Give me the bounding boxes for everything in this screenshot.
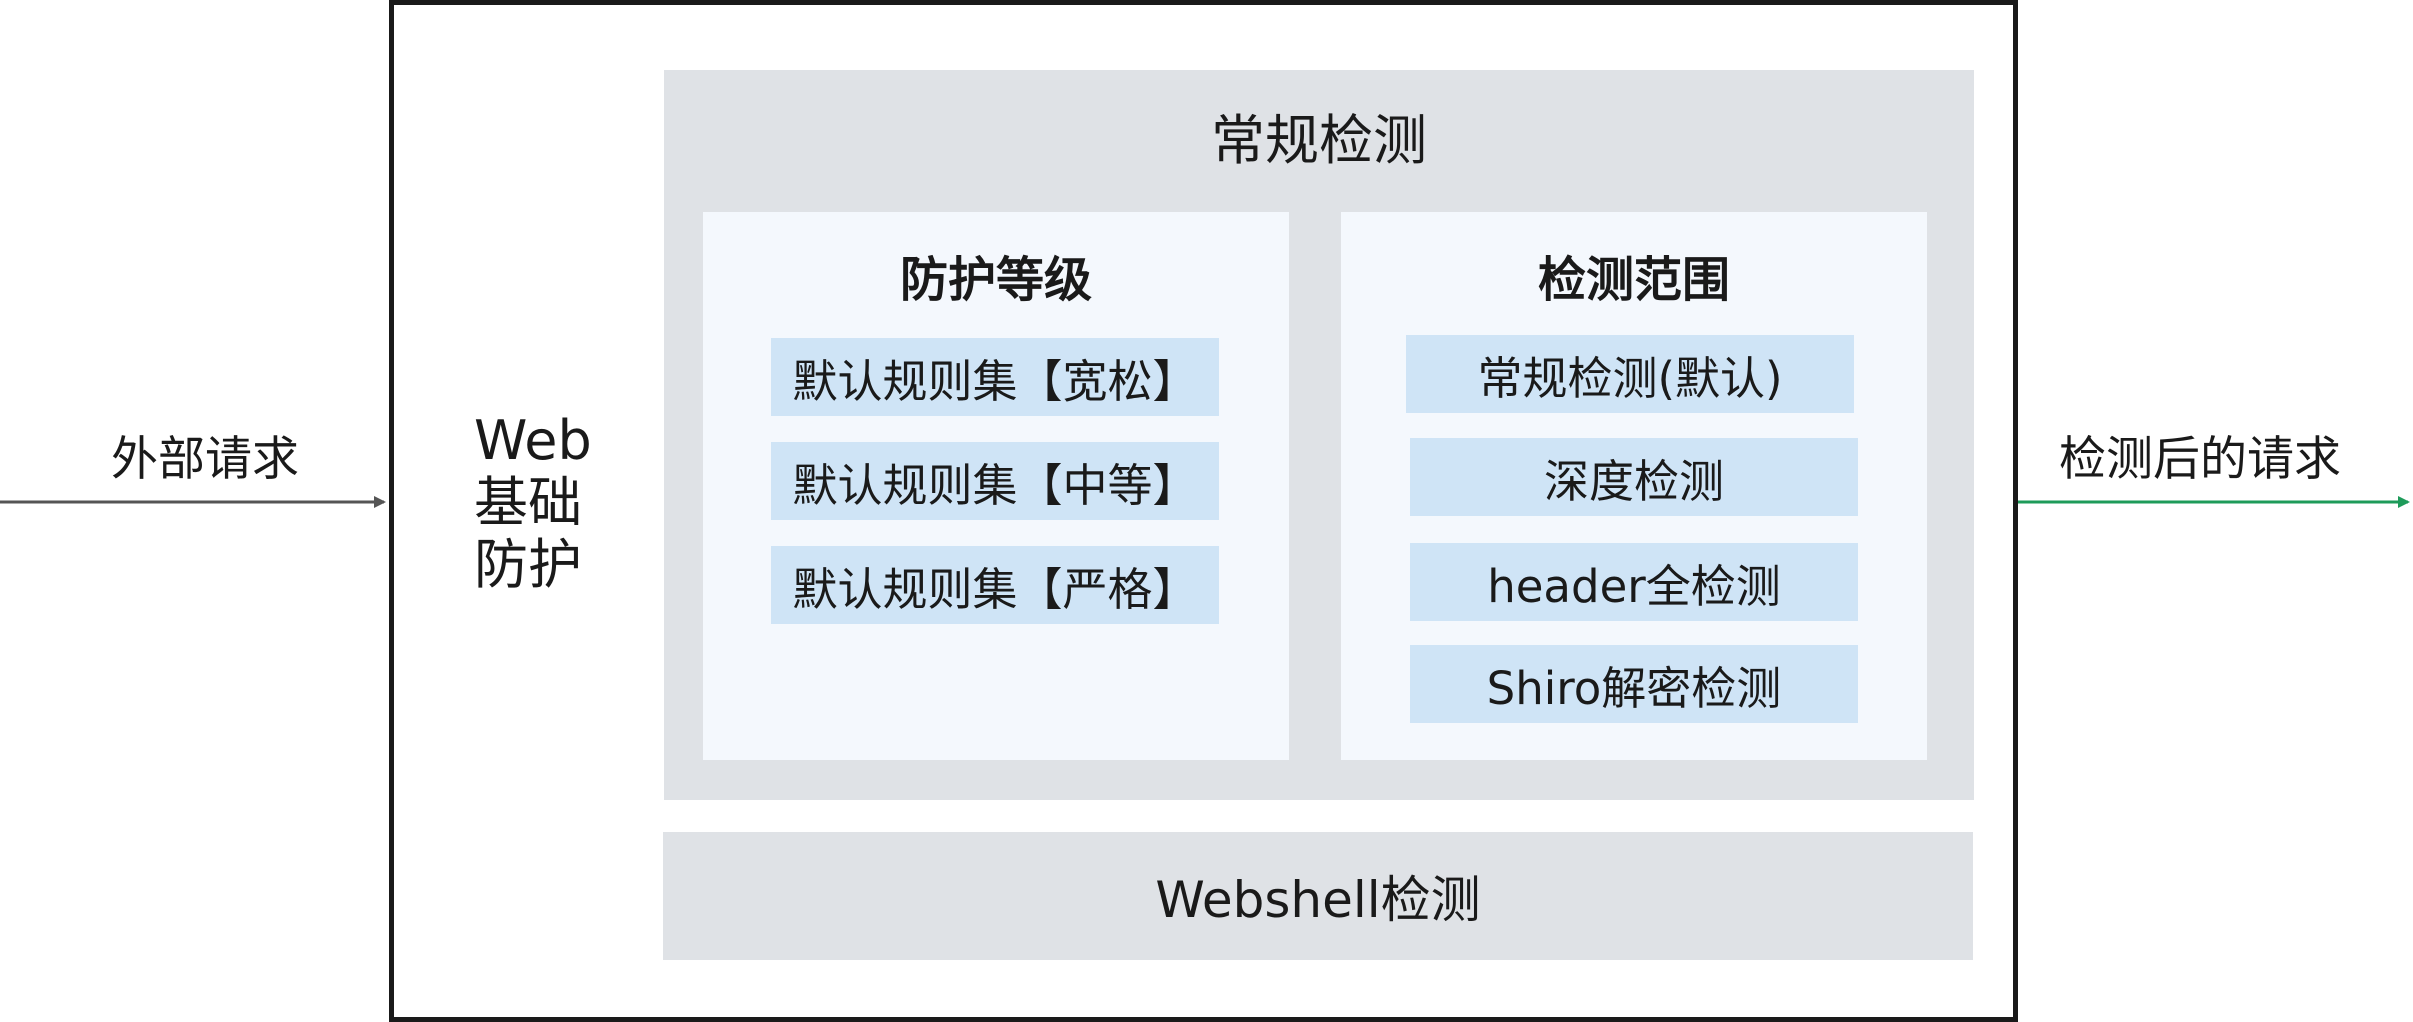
- protection-level-title: 防护等级: [899, 252, 1092, 308]
- rule-set-strict: 默认规则集【严格】: [771, 546, 1219, 624]
- side-title-line: Web: [474, 409, 592, 472]
- side-title-line: 基础: [474, 471, 582, 534]
- detection-scope-title: 检测范围: [1537, 252, 1730, 308]
- rule-set-loose: 默认规则集【宽松】: [771, 338, 1219, 416]
- rule-set-medium: 默认规则集【中等】: [771, 442, 1219, 520]
- input-label: 外部请求: [111, 432, 299, 487]
- scope-header-full: header全检测: [1410, 543, 1858, 621]
- webshell-detection-box: Webshell检测: [663, 832, 1973, 960]
- regular-detection-title: 常规检测: [1211, 108, 1427, 172]
- side-title: Web 基础 防护: [474, 410, 604, 596]
- output-label: 检测后的请求: [2059, 432, 2341, 487]
- scope-deep: 深度检测: [1410, 438, 1858, 516]
- scope-regular-default: 常规检测(默认): [1406, 335, 1854, 413]
- side-title-line: 防护: [474, 533, 582, 596]
- scope-shiro-decrypt: Shiro解密检测: [1410, 645, 1858, 723]
